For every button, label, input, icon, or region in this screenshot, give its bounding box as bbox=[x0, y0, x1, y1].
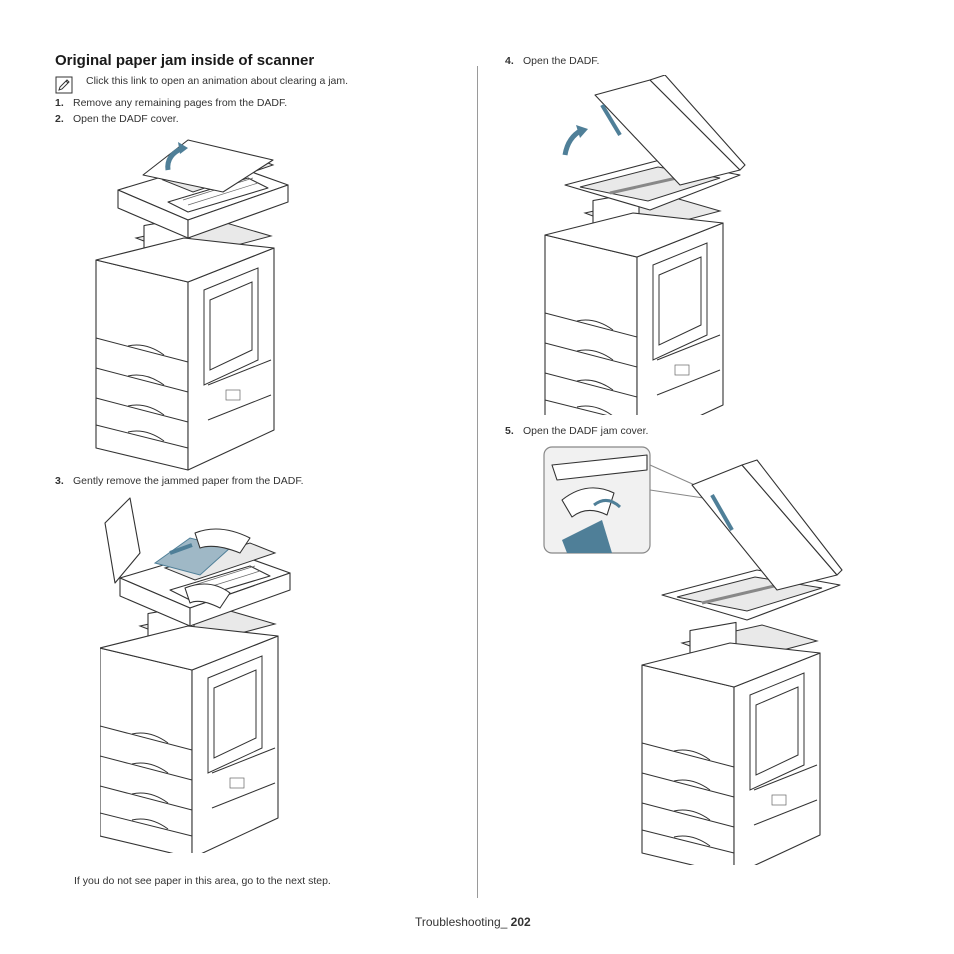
step-number: 1. bbox=[55, 97, 64, 109]
step-text: Open the DADF jam cover. bbox=[523, 425, 649, 437]
step-number: 5. bbox=[505, 425, 514, 437]
illustration-open-dadf bbox=[544, 75, 746, 415]
step-text: Remove any remaining pages from the DADF… bbox=[73, 97, 288, 109]
footer-label: Troubleshooting_ bbox=[415, 915, 508, 929]
step-text: Gently remove the jammed paper from the … bbox=[73, 475, 304, 487]
step-number: 2. bbox=[55, 113, 64, 125]
page-footer: Troubleshooting_ 202 bbox=[415, 915, 531, 929]
step-3-note: If you do not see paper in this area, go… bbox=[74, 875, 331, 887]
step-3: 3. Gently remove the jammed paper from th… bbox=[55, 475, 304, 487]
column-divider bbox=[477, 66, 478, 898]
step-number: 4. bbox=[505, 55, 514, 67]
step-1: 1. Remove any remaining pages from the DA… bbox=[55, 97, 287, 109]
step-text: Open the DADF. bbox=[523, 55, 600, 67]
step-5: 5. Open the DADF jam cover. bbox=[505, 425, 648, 437]
illustration-open-dadf-cover bbox=[95, 139, 289, 471]
note-pencil-icon[interactable] bbox=[55, 76, 73, 94]
section-title: Original paper jam inside of scanner bbox=[55, 52, 315, 69]
illustration-open-jam-cover bbox=[543, 446, 843, 865]
page-number: 202 bbox=[510, 915, 531, 929]
illustration-remove-jammed-paper bbox=[100, 497, 291, 853]
step-text: Open the DADF cover. bbox=[73, 113, 179, 125]
step-4: 4. Open the DADF. bbox=[505, 55, 599, 67]
step-2: 2. Open the DADF cover. bbox=[55, 113, 179, 125]
step-number: 3. bbox=[55, 475, 64, 487]
animation-link[interactable]: Click this link to open an animation abo… bbox=[86, 75, 349, 87]
